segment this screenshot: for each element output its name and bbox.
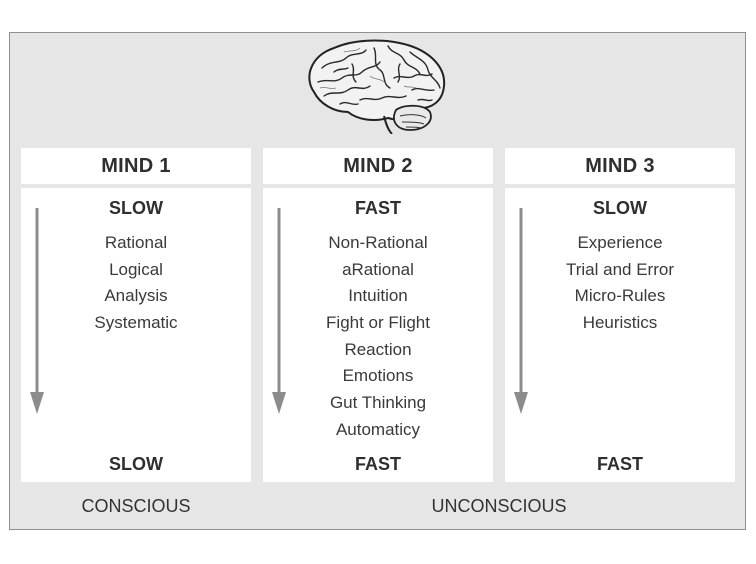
list-item: Intuition (348, 286, 408, 306)
column-body: SLOW Experience Trial and Error Micro-Ru… (505, 188, 735, 482)
trait-list: Rational Logical Analysis Systematic (21, 230, 251, 337)
top-speed-label: FAST (354, 198, 401, 218)
list-item: Logical (109, 259, 163, 279)
down-arrow-icon (272, 208, 286, 414)
bottom-speed-label: FAST (354, 454, 401, 474)
list-item: Fight or Flight (326, 313, 430, 333)
down-arrow-icon (514, 208, 528, 414)
trait-list: Non-Rational aRational Intuition Fight o… (263, 230, 493, 444)
list-item: Automaticy (335, 419, 421, 439)
list-item: Experience (577, 233, 663, 252)
list-item: Micro-Rules (574, 286, 666, 306)
column-body: FAST Non-Rational aRational Intuition Fi… (263, 188, 493, 482)
list-item: Gut Thinking (329, 393, 427, 413)
list-item: Systematic (94, 313, 178, 333)
conscious-label: CONSCIOUS (81, 496, 191, 516)
bottom-speed-label: SLOW (109, 454, 163, 474)
list-item: Analysis (104, 286, 168, 306)
list-item: Rational (104, 233, 168, 252)
column-body: SLOW Rational Logical Analysis Systemati… (21, 188, 251, 482)
list-item: aRational (342, 259, 414, 279)
list-item: Heuristics (582, 313, 658, 333)
column-title: MIND 3 (505, 148, 735, 184)
column-title: MIND 1 (21, 148, 251, 184)
top-speed-label: SLOW (109, 198, 163, 218)
trait-list: Experience Trial and Error Micro-Rules H… (505, 230, 735, 337)
list-item: Trial and Error (565, 259, 674, 279)
list-item: Non-Rational (328, 233, 428, 252)
down-arrow-icon (30, 208, 44, 414)
list-item: Reaction (344, 339, 412, 359)
unconscious-label: UNCONSCIOUS (431, 496, 567, 516)
brain-icon (308, 39, 446, 134)
bottom-speed-label: FAST (596, 454, 643, 474)
list-item: Emotions (342, 366, 414, 386)
top-speed-label: SLOW (593, 198, 647, 218)
column-title: MIND 2 (263, 148, 493, 184)
